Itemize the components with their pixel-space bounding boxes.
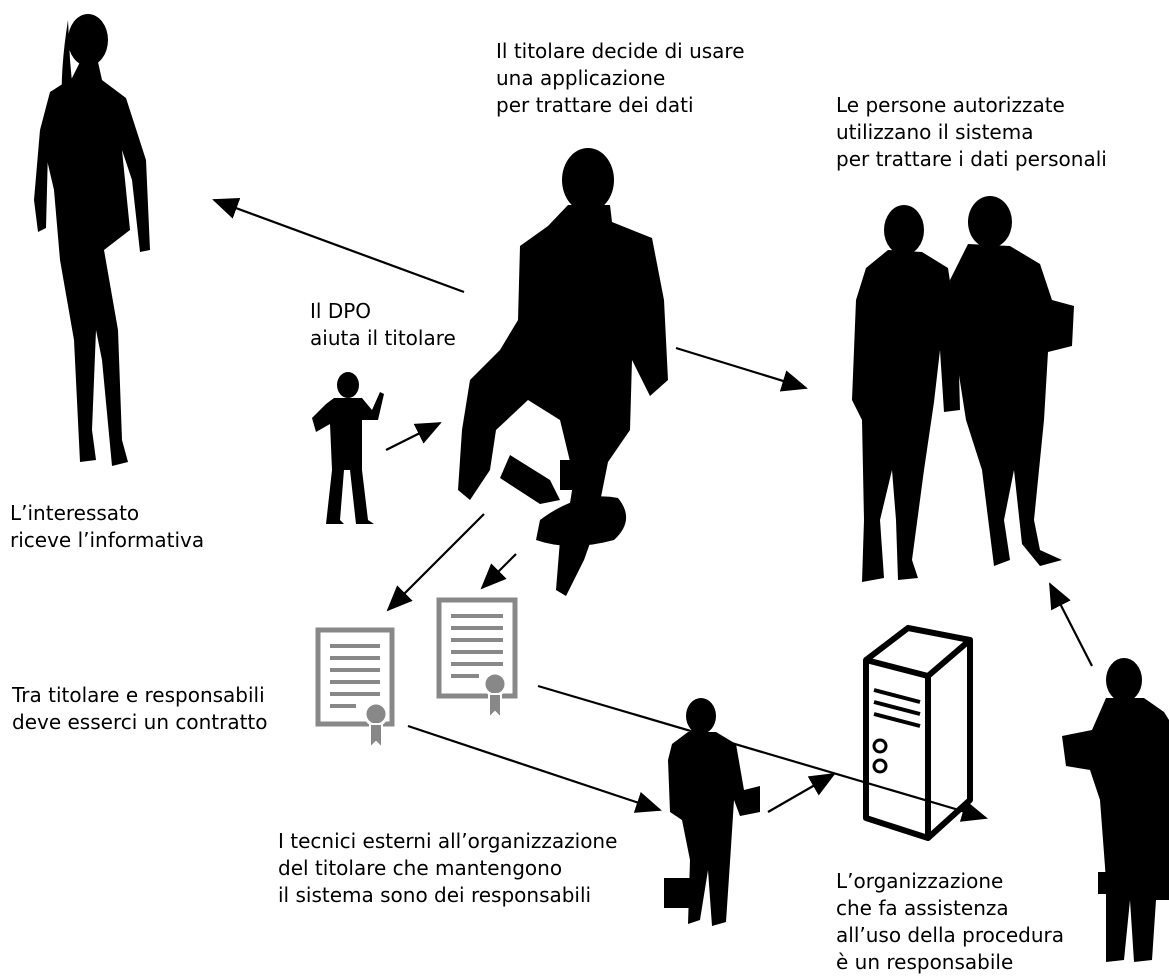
arrows <box>212 197 1093 822</box>
caption-line: per trattare dei dati <box>496 93 694 117</box>
caption-line: all’uso della procedura <box>836 923 1065 947</box>
titolare-silhouette <box>458 148 668 596</box>
caption-line: Le persone autorizzate <box>836 93 1065 117</box>
tecnici-esterni-silhouette <box>664 698 760 926</box>
arrow-titolare-to-document-left <box>386 513 485 612</box>
caption-tecnici: I tecnici esterni all’organizzazione del… <box>278 828 617 909</box>
persone-autorizzate-silhouette <box>852 196 1074 582</box>
caption-line: I tecnici esterni all’organizzazione <box>278 829 618 853</box>
arrow-document-to-assistenza <box>537 684 988 822</box>
caption-line: è un responsabile <box>836 950 1014 974</box>
caption-line: aiuta il titolare <box>310 326 456 350</box>
organizzazione-assistenza-silhouette <box>1062 658 1169 962</box>
contract-document-left-icon <box>315 627 395 751</box>
caption-line: riceve l’informativa <box>10 528 205 552</box>
arrow-assistenza-to-autorizzati <box>1049 582 1093 667</box>
arrow-tecnici-to-server <box>767 773 836 813</box>
arrow-dpo-to-titolare <box>385 422 442 451</box>
caption-line: Tra titolare e responsabili <box>12 683 265 707</box>
dpo-silhouette <box>312 372 384 524</box>
arrow-titolare-to-interessato <box>212 197 465 294</box>
contract-document-right-icon <box>436 597 518 721</box>
caption-contratto: Tra titolare e responsabili deve esserci… <box>12 682 268 736</box>
caption-line: utilizzano il sistema <box>836 120 1034 144</box>
arrow-titolare-to-autorizzati <box>675 346 808 392</box>
caption-line: per trattare i dati personali <box>836 147 1107 171</box>
caption-line: del titolare che mantengono <box>278 856 563 880</box>
caption-organizzazione-assistenza: L’organizzazione che fa assistenza all’u… <box>836 868 1064 976</box>
caption-interessato: L’interessato riceve l’informativa <box>10 500 204 554</box>
caption-line: Il DPO <box>310 299 372 323</box>
caption-dpo: Il DPO aiuta il titolare <box>310 298 456 352</box>
interessato-silhouette <box>34 14 150 466</box>
caption-line: il sistema sono dei responsabili <box>278 883 592 907</box>
caption-line: una applicazione <box>496 66 666 90</box>
caption-line: L’interessato <box>10 501 140 525</box>
caption-line: Il titolare decide di usare <box>496 39 745 63</box>
caption-line: L’organizzazione <box>836 869 1004 893</box>
caption-line: deve esserci un contratto <box>12 710 268 734</box>
caption-line: che fa assistenza <box>836 896 1009 920</box>
arrow-titolare-to-document-right <box>480 553 517 590</box>
caption-titolare: Il titolare decide di usare una applicaz… <box>496 38 745 119</box>
caption-persone-autorizzate: Le persone autorizzate utilizzano il sis… <box>836 92 1107 173</box>
arrow-document-to-tecnici <box>407 724 662 813</box>
server-icon <box>863 625 973 841</box>
